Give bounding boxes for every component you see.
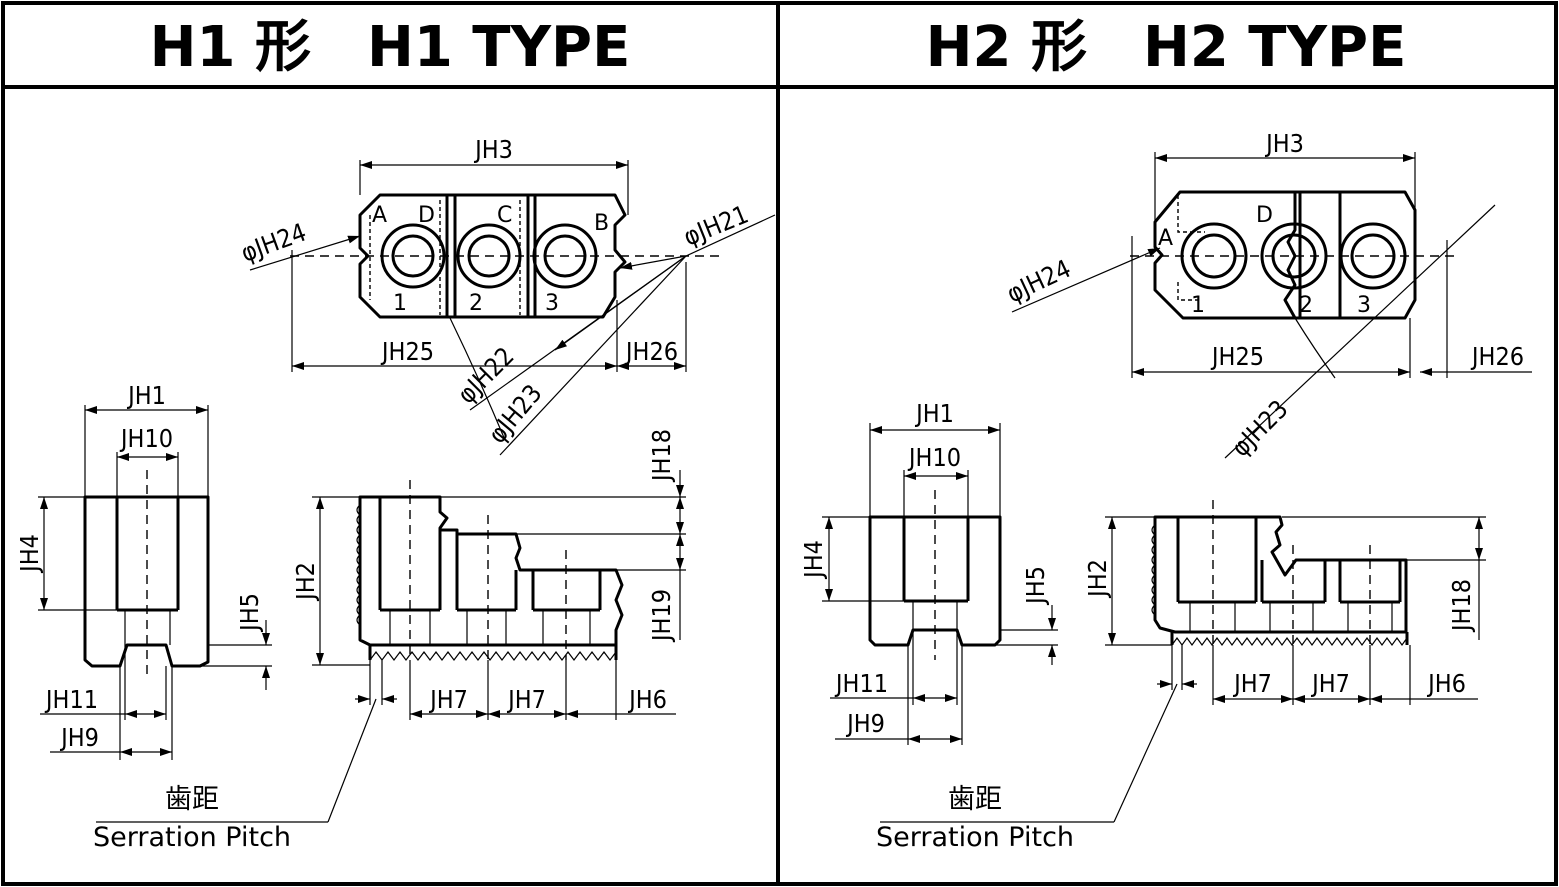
h1-header: H1 形 H1 TYPE (150, 15, 631, 80)
h1-side-view: JH1 JH10 JH4 JH5 JH11 JH9 (15, 381, 272, 760)
h1-jh1-label: JH1 (126, 381, 166, 410)
h2-num-3: 3 (1357, 293, 1371, 318)
h1-jh2-label: JH2 (291, 562, 320, 602)
h1-top-view: A D C B 1 2 3 JH3 JH25 JH26 φJH24 φJH21 … (237, 135, 776, 456)
h1-jh24-label: φJH24 (237, 217, 310, 267)
h1-front-view: JH2 JH18 JH19 JH7 JH7 JH6 歯距 Serration P… (93, 429, 686, 853)
h2-num-1: 1 (1191, 293, 1205, 318)
h1-jh4-label: JH4 (15, 534, 44, 574)
h1-letter-c: C (497, 203, 512, 228)
h2-letter-d: D (1256, 203, 1273, 228)
h2-jh5-label: JH5 (1021, 566, 1050, 606)
h2-serration-jp: 歯距 (948, 784, 1002, 815)
h2-jh11-label: JH11 (834, 669, 888, 698)
h1-letter-d: D (418, 203, 435, 228)
h1-jh10-label: JH10 (119, 424, 173, 453)
h2-jh9-label: JH9 (845, 709, 885, 738)
h2-num-2: 2 (1299, 293, 1313, 318)
h1-jh7b-label: JH7 (506, 685, 546, 714)
h1-jh19-label: JH19 (647, 589, 676, 643)
h1-num-3: 3 (545, 291, 559, 316)
h1-jh9-label: JH9 (59, 723, 99, 752)
h2-jh7a-label: JH7 (1232, 669, 1272, 698)
h1-serration-jp: 歯距 (165, 784, 219, 815)
h1-jh5-label: JH5 (235, 593, 264, 633)
h1-num-2: 2 (469, 291, 483, 316)
h1-num-1: 1 (393, 291, 407, 316)
h1-jh26-label: JH26 (624, 337, 678, 366)
h1-jh6-label: JH6 (627, 685, 667, 714)
h2-jh6-label: JH6 (1426, 669, 1466, 698)
h2-jh4-label: JH4 (799, 540, 828, 580)
h2-jh18-label: JH18 (1447, 579, 1476, 633)
h2-jh3-label: JH3 (1264, 129, 1304, 158)
h2-letter-a: A (1158, 226, 1173, 251)
h1-jh18-label: JH18 (647, 429, 676, 483)
h1-jh21-label: φJH21 (679, 200, 752, 252)
h1-jh7a-label: JH7 (428, 685, 468, 714)
h2-header: H2 形 H2 TYPE (926, 15, 1407, 80)
h1-jh25-label: JH25 (380, 337, 434, 366)
h2-jh7b-label: JH7 (1310, 669, 1350, 698)
h1-jh3-label: JH3 (473, 135, 513, 164)
h2-side-view: JH1 JH10 JH4 JH5 JH11 JH9 (799, 399, 1058, 745)
h2-serration-en: Serration Pitch (876, 822, 1074, 853)
h2-top-view: D A 1 2 3 JH3 JH25 JH26 φJH24 φJH23 (1002, 129, 1532, 462)
h1-letter-b: B (594, 211, 609, 236)
h1-letter-a: A (372, 203, 387, 228)
h2-jh26-label: JH26 (1470, 342, 1524, 371)
h1-jh11-label: JH11 (44, 685, 98, 714)
h2-jh23-label: φJH23 (1226, 394, 1294, 462)
h2-jh25-label: JH25 (1210, 342, 1264, 371)
h1-serration-en: Serration Pitch (93, 822, 291, 853)
h2-front-view: JH2 JH18 JH7 JH7 JH6 歯距 Serration Pitch (876, 500, 1486, 853)
h2-jh1-label: JH1 (914, 399, 954, 428)
h2-jh10-label: JH10 (907, 443, 961, 472)
h2-jh2-label: JH2 (1083, 559, 1112, 599)
